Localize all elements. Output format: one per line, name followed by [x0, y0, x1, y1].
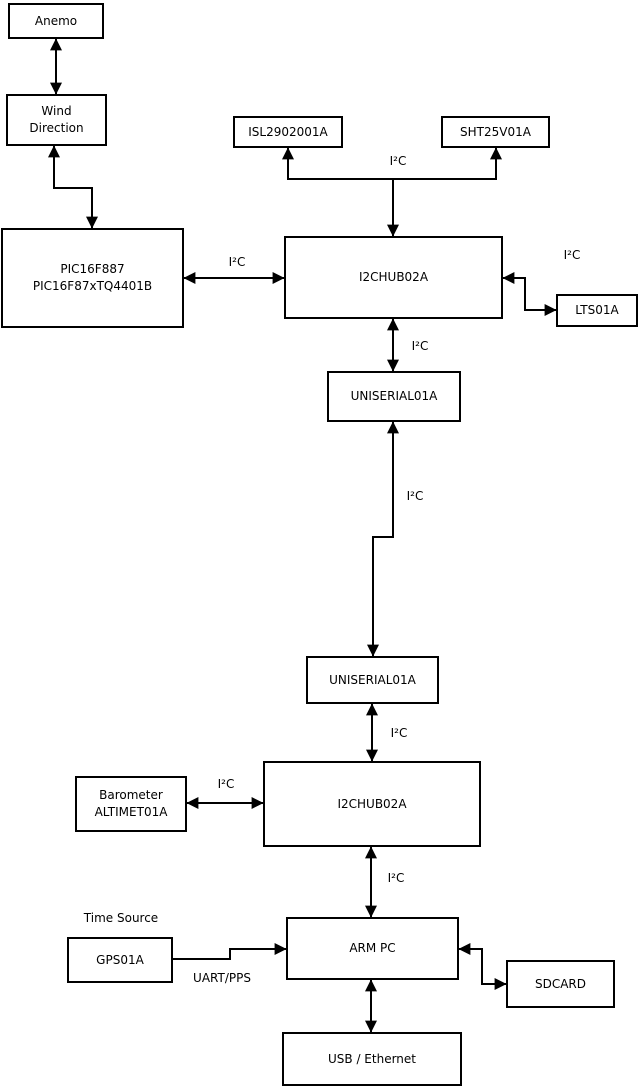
edge-gps-armpc [173, 943, 287, 960]
node-usb-ethernet: USB / Ethernet [282, 1032, 462, 1086]
node-wind-direction-label-line2: Direction [29, 121, 84, 135]
node-isl2902001a: ISL2902001A [233, 116, 343, 148]
node-sdcard: SDCARD [506, 960, 615, 1008]
edge-label-i2c-sensors-hub: I²C [389, 154, 407, 168]
node-i2chub02a-top-label: I2CHUB02A [358, 270, 429, 284]
node-gps01a-label: GPS01A [96, 952, 144, 967]
node-pic16f887-label-line1: PIC16F887 [60, 262, 125, 276]
node-i2chub02a-bottom-label: I2CHUB02A [337, 796, 407, 811]
edge-label-i2c-pic-hub: I²C [228, 255, 246, 269]
node-sdcard-label: SDCARD [534, 976, 587, 991]
node-uniserial01a-lower: UNISERIAL01A [306, 656, 439, 704]
node-pic16f887: PIC16F887 PIC16F87xTQ4401B [1, 228, 184, 328]
node-sht25v01a: SHT25V01A [441, 116, 550, 148]
node-lts01a: LTS01A [556, 294, 638, 327]
node-arm-pc-label: ARM PC [349, 941, 396, 955]
node-i2chub02a-bottom: I2CHUB02A [263, 761, 481, 847]
node-pic16f887-label-line2: PIC16F87xTQ4401B [32, 279, 153, 293]
edge-armpc-sdcard [458, 943, 507, 990]
edge-label-i2c-uniserial-uniserial: I²C [406, 489, 424, 503]
node-sht25v01a-label: SHT25V01A [460, 124, 531, 139]
edge-label-i2c-hub-uniserial: I²C [411, 339, 429, 353]
edge-uniserial-upper-uniserial-lower [367, 421, 399, 657]
node-lts01a-label: LTS01A [575, 303, 619, 317]
edge-label-i2c-hub2-armpc: I²C [387, 871, 405, 885]
node-usb-ethernet-label: USB / Ethernet [328, 1051, 416, 1066]
edge-label-i2c-uniserial-hub2: I²C [390, 726, 408, 740]
node-gps01a: GPS01A [67, 937, 173, 983]
edge-label-uart-pps: UART/PPS [193, 971, 251, 985]
node-uniserial01a-upper: UNISERIAL01A [327, 371, 461, 422]
node-barometer-altimet01a: Barometer ALTIMET01A [75, 776, 187, 832]
node-uniserial01a-upper-label: UNISERIAL01A [350, 389, 438, 403]
node-anemo: Anemo [8, 3, 104, 39]
node-wind-direction-label-line1: Wind [41, 104, 72, 118]
node-isl2902001a-label: ISL2902001A [248, 124, 328, 139]
node-barometer-label-line1: Barometer [99, 788, 163, 802]
edge-label-i2c-barometer-hub2: I²C [217, 777, 235, 791]
annotation-time-source: Time Source [83, 911, 159, 925]
node-wind-direction: Wind Direction [6, 94, 107, 146]
edge-winddirection-pic [48, 145, 98, 229]
node-barometer-label-line2: ALTIMET01A [94, 805, 168, 819]
node-arm-pc: ARM PC [286, 917, 459, 980]
node-i2chub02a-top: I2CHUB02A [284, 236, 503, 319]
edge-i2chub-top-lts [502, 272, 557, 316]
edge-label-i2c-hub-lts: I²C [563, 248, 581, 262]
node-uniserial01a-lower-label: UNISERIAL01A [329, 672, 416, 687]
node-anemo-label: Anemo [34, 13, 78, 28]
